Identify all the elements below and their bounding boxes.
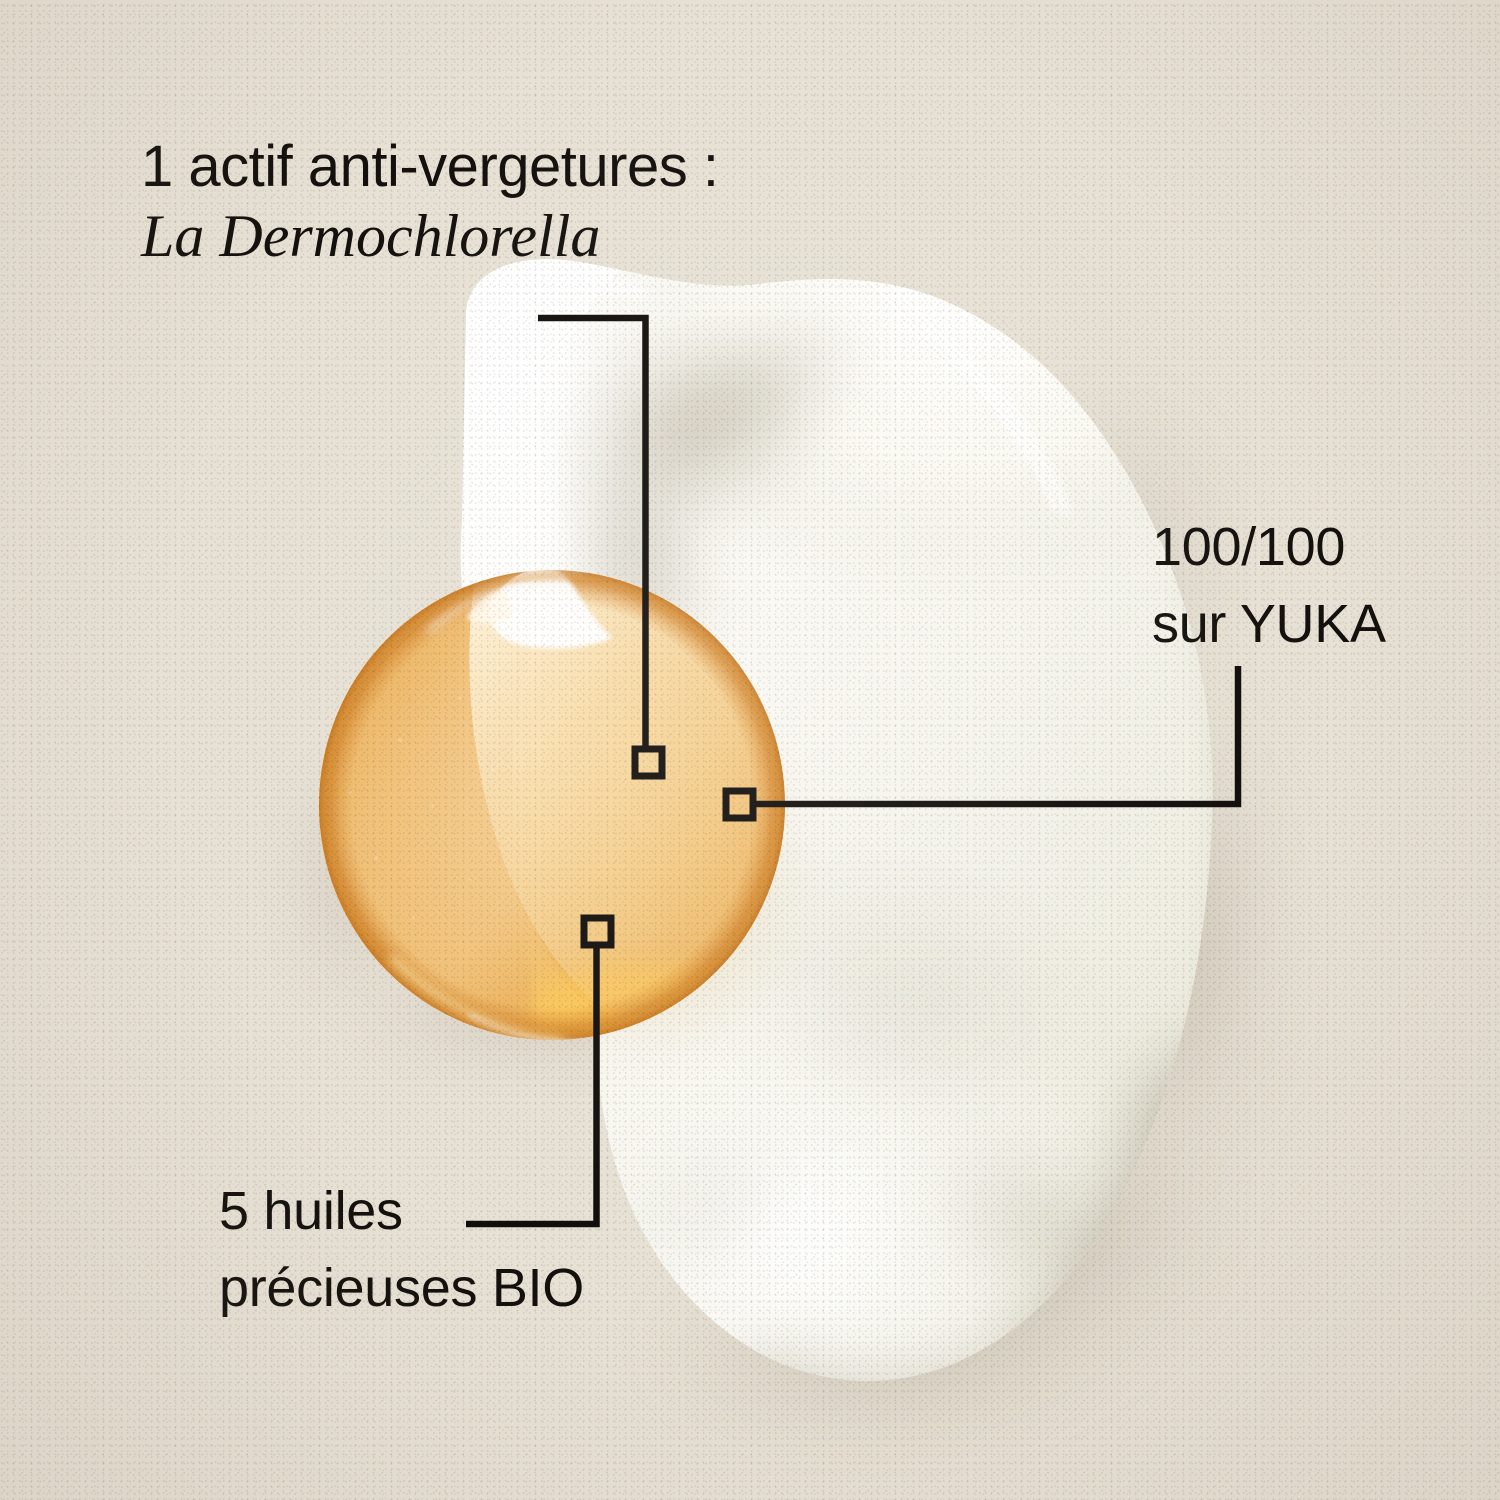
callout-leaders bbox=[466, 314, 1242, 1228]
marker-oils[interactable] bbox=[580, 914, 615, 949]
leader-line-oils bbox=[466, 945, 600, 1228]
oils-desc: précieuses BIO bbox=[219, 1257, 584, 1318]
headline-line-2-ingredient: La Dermochlorella bbox=[141, 203, 601, 269]
callout-markers bbox=[580, 745, 757, 949]
leader-line-dermochlorella bbox=[538, 314, 649, 751]
marker-dermochlorella[interactable] bbox=[631, 745, 666, 780]
yuka-source: sur YUKA bbox=[1152, 593, 1386, 654]
marker-yuka[interactable] bbox=[722, 787, 757, 822]
callout-label-yuka: 100/100 sur YUKA bbox=[1152, 509, 1386, 662]
oils-count: 5 huiles bbox=[219, 1181, 403, 1241]
callout-label-oils: 5 huiles précieuses BIO bbox=[219, 1173, 584, 1326]
yuka-score: 100/100 bbox=[1152, 517, 1346, 577]
leader-line-yuka bbox=[752, 666, 1242, 808]
headline-line-1: 1 actif anti-vergetures : bbox=[141, 134, 719, 199]
